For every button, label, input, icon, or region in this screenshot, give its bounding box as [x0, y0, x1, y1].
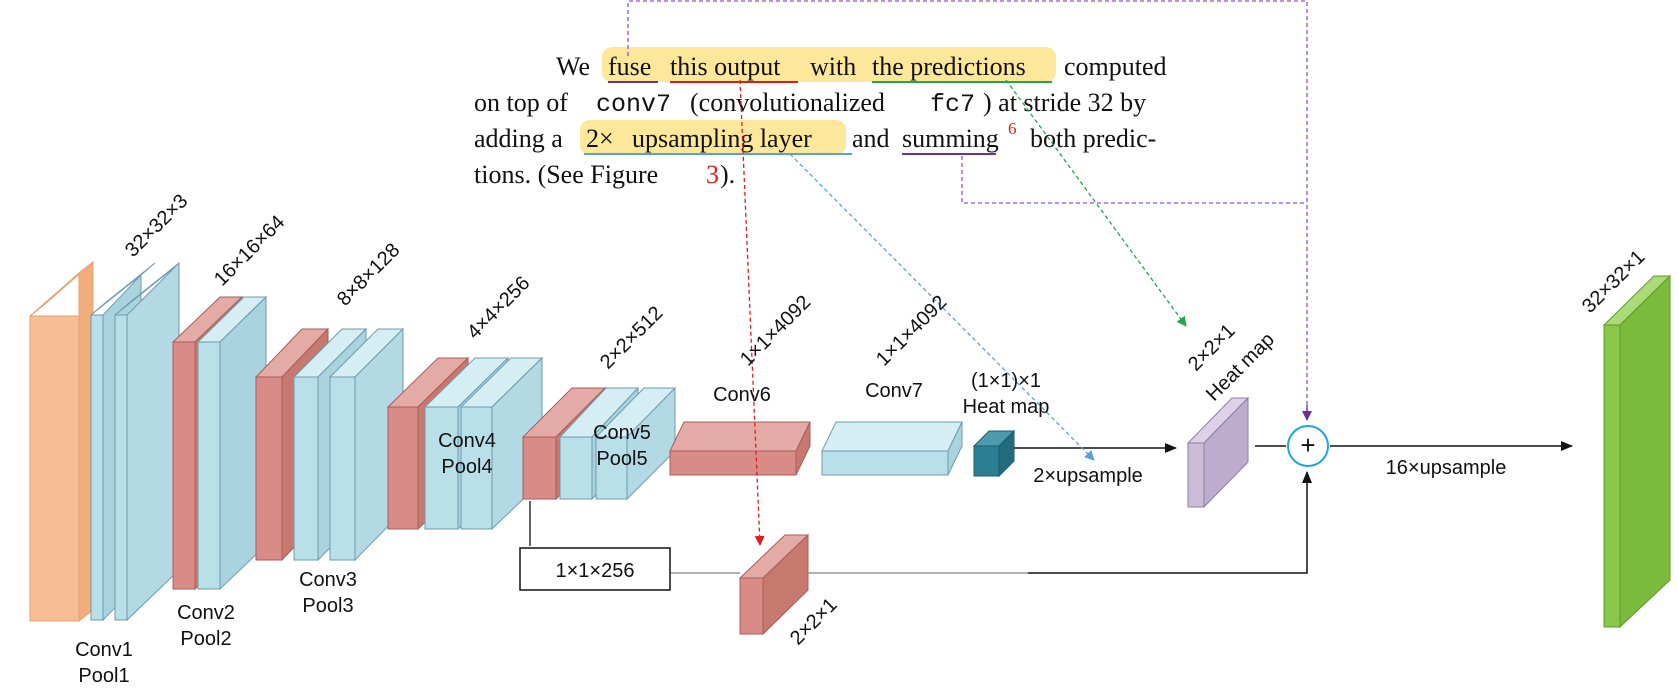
dim-conv7: 1×1×4092	[872, 291, 951, 370]
block-conv1	[90, 261, 180, 622]
operation-labels: 2×upsample 16×upsample	[1033, 457, 1506, 487]
label-pool3: Pool3	[302, 595, 353, 617]
quote-line-4: tions. (See Figure 3 ).	[474, 160, 735, 189]
block-conv4	[386, 356, 544, 531]
block-conv2	[171, 295, 268, 591]
label-conv5: Conv5	[593, 422, 651, 444]
flow-connectors	[529, 441, 1573, 574]
heatmap-2x2	[1186, 396, 1250, 509]
label-heat1-dim: (1×1)×1	[971, 370, 1041, 392]
quote-line-1: We fuse this output with the predictions…	[556, 52, 1167, 81]
paper-quote: We fuse this output with the predictions…	[474, 52, 1167, 189]
label-conv7: Conv7	[865, 380, 923, 402]
purple-dashed-connector	[627, 0, 1312, 421]
purple-dash-fuse	[627, 0, 1308, 412]
input-volume	[29, 260, 94, 623]
label-conv1: Conv1	[75, 639, 133, 661]
label-conv6: Conv6	[713, 384, 771, 406]
sum-node: +	[1287, 425, 1329, 467]
dim-stage1: 16×16×64	[210, 211, 289, 290]
skip-branch-box	[738, 533, 810, 636]
output-volume	[1602, 274, 1672, 629]
dim-stage4: 2×2×512	[596, 302, 667, 373]
skip-conv-box: 1×1×256	[519, 547, 671, 591]
label-heat1-name: Heat map	[963, 396, 1050, 418]
green-pointer-arrow	[1005, 79, 1187, 327]
dim-input: 32×32×3	[121, 190, 192, 261]
highlight-fuse-predictions	[602, 47, 1056, 82]
label-pool1: Pool1	[78, 665, 129, 687]
plus-icon: +	[1300, 430, 1315, 460]
label-pool4: Pool4	[441, 456, 492, 478]
stage-names: Conv1 Pool1 Conv2 Pool2 Conv3 Pool3 Conv…	[75, 370, 1049, 687]
text-pointer-arrows	[739, 79, 1187, 546]
quote-line-2: on top of conv7 (convolutionalized fc7 )…	[474, 88, 1146, 119]
arrow-branch-to-plus	[1028, 471, 1312, 574]
dim-conv6: 1×1×4092	[736, 291, 815, 370]
heatmap-1x1	[972, 429, 1016, 478]
label-pool2: Pool2	[180, 628, 231, 650]
label-16x-upsample: 16×upsample	[1386, 457, 1507, 479]
highlight-upsampling-layer	[580, 120, 846, 155]
block-conv3	[254, 327, 405, 562]
dim-stage2: 8×8×128	[333, 239, 404, 310]
block-conv6	[669, 421, 811, 476]
skip-conv-label: 1×1×256	[556, 560, 635, 582]
label-2x-upsample: 2×upsample	[1033, 465, 1143, 487]
label-conv4: Conv4	[438, 430, 496, 452]
label-conv2: Conv2	[177, 602, 235, 624]
label-conv3: Conv3	[299, 569, 357, 591]
red-pointer-arrow	[739, 79, 765, 546]
quote-highlights	[580, 47, 1056, 155]
blue-pointer-arrow	[789, 153, 1095, 461]
block-conv7	[821, 421, 963, 476]
label-pool5: Pool5	[596, 448, 647, 470]
quote-line-3: adding a 2× upsampling layer and summing…	[474, 111, 1156, 153]
block-conv5	[521, 386, 677, 501]
purple-dash-summing	[961, 156, 1307, 204]
dim-stage3: 4×4×256	[463, 272, 534, 343]
